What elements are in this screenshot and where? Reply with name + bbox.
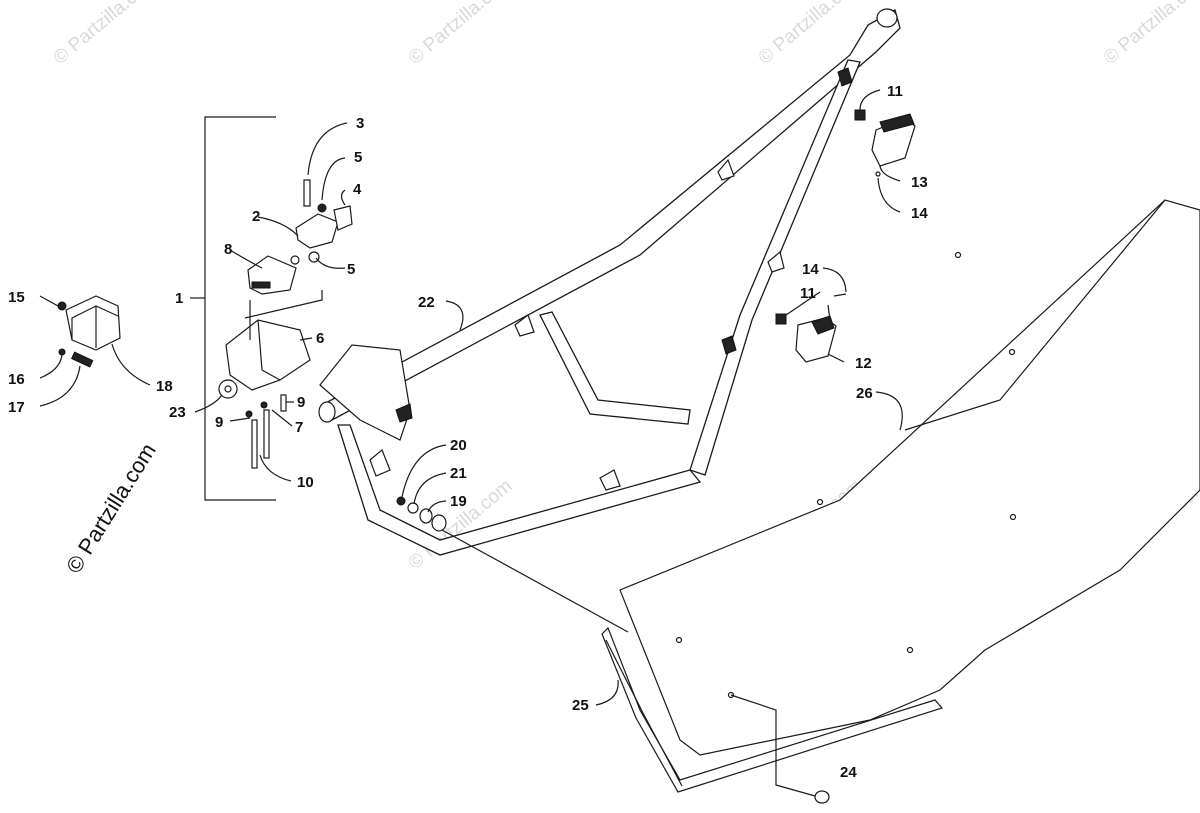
callout-23: 23 — [169, 404, 186, 421]
rivet — [730, 694, 830, 804]
callout-18: 18 — [156, 378, 173, 395]
washer-stack — [396, 496, 447, 532]
callout-11: 11 — [800, 285, 816, 302]
watermark-side-text: © Partzilla.com — [61, 439, 161, 578]
callout-2: 2 — [252, 208, 260, 225]
windshield-panel — [619, 199, 1200, 756]
callout-11: 11 — [887, 83, 903, 100]
callout-22: 22 — [418, 294, 435, 311]
callout-19: 19 — [450, 493, 467, 510]
callout-9: 9 — [215, 414, 223, 431]
callout-4: 4 — [353, 181, 362, 198]
hinge-assembly — [190, 116, 353, 501]
leader-line — [441, 529, 629, 633]
watermark-text: © Partzilla.com — [405, 0, 517, 69]
door-frame — [318, 8, 901, 556]
watermark-text: © Partzilla.com — [50, 0, 162, 69]
callout-16: 16 — [8, 371, 25, 388]
callout-14: 14 — [802, 261, 819, 278]
callout-8: 8 — [224, 241, 232, 258]
callout-17: 17 — [8, 399, 25, 416]
callout-6: 6 — [316, 330, 324, 347]
watermark-text: © Partzilla.com — [1100, 0, 1200, 69]
callout-12: 12 — [855, 355, 872, 372]
callout-labels: 1 2 3 4 5 5 6 7 8 9 9 10 11 11 12 13 14 … — [8, 83, 928, 781]
callout-25: 25 — [572, 697, 589, 714]
callout-1: 1 — [175, 290, 183, 307]
callout-5: 5 — [354, 149, 362, 166]
callout-5: 5 — [347, 261, 355, 278]
callout-24: 24 — [840, 764, 857, 781]
trim-strip — [601, 626, 944, 793]
callout-13: 13 — [911, 174, 928, 191]
leader-lines — [39, 89, 903, 706]
callout-26: 26 — [856, 385, 873, 402]
callout-9: 9 — [297, 394, 305, 411]
callout-21: 21 — [450, 465, 467, 482]
latch-assembly-upper — [854, 109, 916, 177]
callout-3: 3 — [356, 115, 364, 132]
latch-assembly-lower — [775, 293, 847, 363]
striker-assembly — [57, 295, 121, 368]
callout-20: 20 — [450, 437, 467, 454]
callout-14: 14 — [911, 205, 928, 222]
callout-7: 7 — [295, 419, 303, 436]
callout-10: 10 — [297, 474, 314, 491]
callout-15: 15 — [8, 289, 25, 306]
